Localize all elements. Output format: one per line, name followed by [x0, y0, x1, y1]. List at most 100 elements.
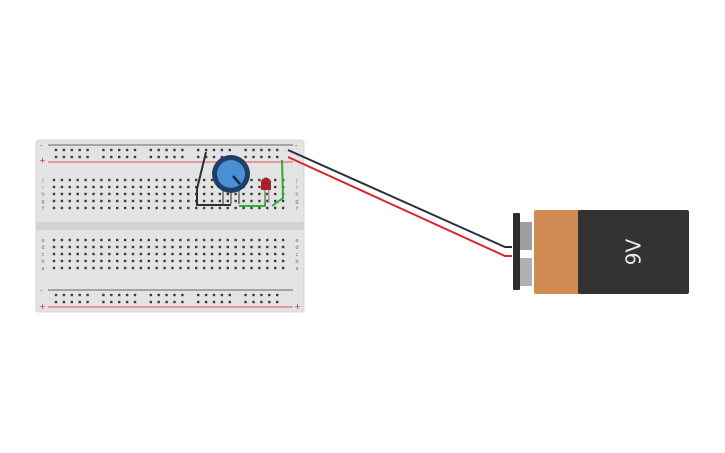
breadboard-hole[interactable] [266, 245, 269, 249]
breadboard-hole[interactable] [52, 206, 56, 210]
breadboard-hole[interactable] [244, 148, 247, 152]
breadboard-hole[interactable] [187, 206, 190, 210]
breadboard-hole[interactable] [252, 300, 255, 304]
breadboard-hole[interactable] [258, 199, 261, 203]
breadboard-hole[interactable] [62, 155, 66, 159]
breadboard-hole[interactable] [266, 206, 269, 210]
breadboard-hole[interactable] [108, 199, 111, 203]
breadboard-hole[interactable] [123, 185, 127, 189]
breadboard-hole[interactable] [274, 245, 277, 249]
breadboard-hole[interactable] [133, 293, 137, 297]
breadboard-hole[interactable] [84, 185, 87, 189]
breadboard-hole[interactable] [123, 178, 127, 182]
breadboard-hole[interactable] [250, 259, 253, 263]
breadboard-hole[interactable] [155, 259, 158, 263]
breadboard-hole[interactable] [187, 259, 190, 263]
breadboard-hole[interactable] [116, 245, 119, 249]
breadboard-hole[interactable] [54, 148, 58, 152]
breadboard-hole[interactable] [210, 266, 214, 270]
breadboard-hole[interactable] [234, 259, 237, 263]
breadboard-hole[interactable] [149, 148, 152, 152]
breadboard-hole[interactable] [68, 185, 71, 189]
breadboard-hole[interactable] [234, 199, 237, 203]
breadboard-hole[interactable] [139, 178, 143, 182]
breadboard-hole[interactable] [260, 293, 263, 297]
breadboard-hole[interactable] [86, 300, 89, 304]
breadboard-hole[interactable] [84, 238, 87, 242]
breadboard-hole[interactable] [68, 199, 71, 203]
breadboard-hole[interactable] [250, 245, 253, 249]
breadboard-hole[interactable] [202, 259, 206, 263]
breadboard-hole[interactable] [155, 185, 158, 189]
breadboard-hole[interactable] [100, 185, 103, 189]
breadboard-hole[interactable] [86, 293, 89, 297]
breadboard-hole[interactable] [62, 300, 66, 304]
breadboard-hole[interactable] [250, 238, 253, 242]
breadboard-hole[interactable] [70, 148, 73, 152]
breadboard-hole[interactable] [202, 245, 206, 249]
breadboard-hole[interactable] [274, 178, 277, 182]
potentiometer-knob[interactable] [217, 160, 245, 188]
breadboard-hole[interactable] [187, 199, 190, 203]
breadboard-hole[interactable] [202, 185, 206, 189]
breadboard-hole[interactable] [100, 178, 103, 182]
breadboard-hole[interactable] [218, 245, 222, 249]
breadboard-hole[interactable] [179, 238, 182, 242]
breadboard-hole[interactable] [274, 266, 277, 270]
breadboard-hole[interactable] [116, 252, 119, 256]
breadboard-hole[interactable] [131, 245, 135, 249]
breadboard-hole[interactable] [210, 199, 214, 203]
breadboard-hole[interactable] [116, 238, 119, 242]
breadboard-hole[interactable] [210, 245, 214, 249]
breadboard-hole[interactable] [197, 300, 200, 304]
breadboard-hole[interactable] [244, 300, 247, 304]
breadboard-hole[interactable] [116, 199, 119, 203]
breadboard-hole[interactable] [181, 155, 184, 159]
breadboard-hole[interactable] [179, 245, 182, 249]
breadboard-hole[interactable] [76, 185, 79, 189]
breadboard-hole[interactable] [108, 206, 111, 210]
breadboard-hole[interactable] [202, 192, 206, 196]
breadboard-hole[interactable] [116, 266, 119, 270]
breadboard-hole[interactable] [76, 199, 79, 203]
breadboard-hole[interactable] [116, 178, 119, 182]
breadboard-hole[interactable] [147, 245, 150, 249]
breadboard-hole[interactable] [76, 252, 79, 256]
breadboard-hole[interactable] [163, 192, 166, 196]
breadboard-hole[interactable] [76, 238, 79, 242]
breadboard-hole[interactable] [92, 192, 95, 196]
breadboard-hole[interactable] [276, 300, 279, 304]
breadboard-hole[interactable] [102, 155, 105, 159]
breadboard-hole[interactable] [84, 192, 87, 196]
breadboard-hole[interactable] [202, 206, 206, 210]
breadboard-hole[interactable] [92, 245, 95, 249]
breadboard-hole[interactable] [226, 252, 229, 256]
breadboard-hole[interactable] [226, 199, 229, 203]
breadboard-hole[interactable] [179, 206, 182, 210]
breadboard-hole[interactable] [242, 192, 245, 196]
breadboard-hole[interactable] [102, 148, 105, 152]
breadboard-hole[interactable] [218, 266, 222, 270]
breadboard-hole[interactable] [163, 185, 166, 189]
breadboard-hole[interactable] [258, 259, 261, 263]
breadboard-hole[interactable] [155, 266, 158, 270]
breadboard-hole[interactable] [157, 293, 160, 297]
breadboard-hole[interactable] [54, 293, 58, 297]
breadboard-hole[interactable] [108, 245, 111, 249]
breadboard-hole[interactable] [171, 199, 174, 203]
breadboard-hole[interactable] [139, 245, 143, 249]
breadboard-hole[interactable] [228, 293, 231, 297]
breadboard-hole[interactable] [281, 252, 285, 256]
breadboard-hole[interactable] [52, 185, 56, 189]
breadboard-hole[interactable] [78, 155, 81, 159]
breadboard-hole[interactable] [60, 178, 64, 182]
breadboard-hole[interactable] [228, 148, 231, 152]
breadboard-hole[interactable] [123, 245, 127, 249]
breadboard-hole[interactable] [181, 293, 184, 297]
breadboard-hole[interactable] [62, 293, 66, 297]
breadboard-hole[interactable] [258, 266, 261, 270]
breadboard-hole[interactable] [100, 238, 103, 242]
breadboard-hole[interactable] [157, 148, 160, 152]
breadboard-hole[interactable] [86, 155, 89, 159]
